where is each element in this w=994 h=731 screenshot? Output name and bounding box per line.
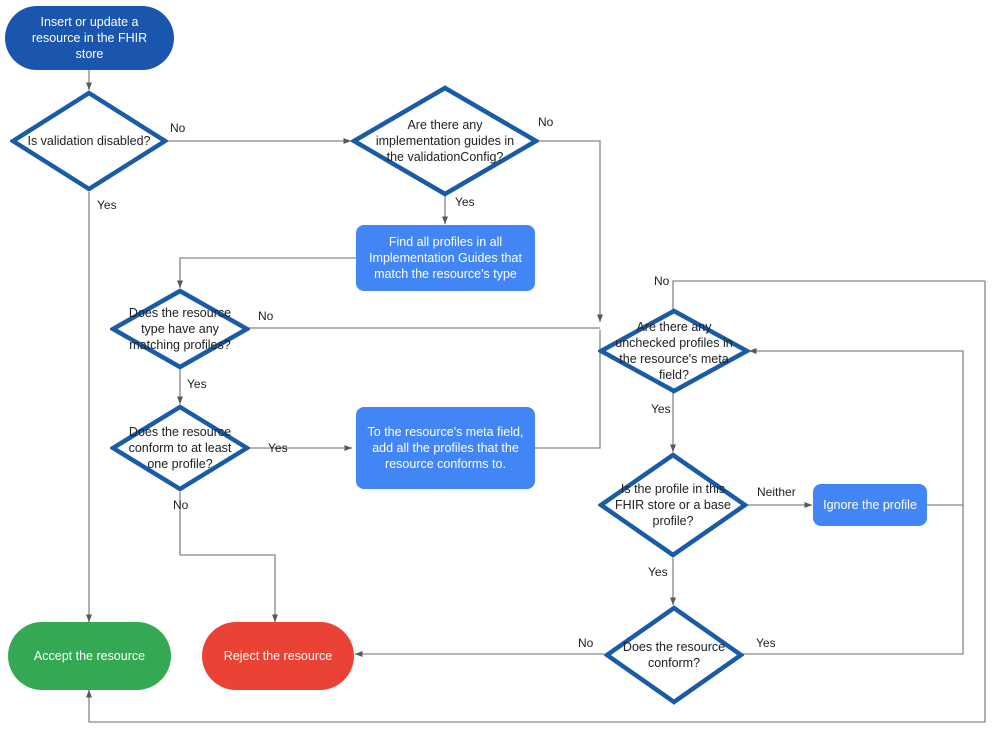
diamond-shape [10, 90, 168, 192]
edge-bottom-loop-to-accept [85, 281, 986, 723]
node-implementation-guides-label: Are there any implementation guides in t… [375, 118, 515, 164]
node-reject-the-resource[interactable]: Reject the resource [202, 622, 354, 690]
edge-find-to-matching [177, 257, 356, 289]
edge-label-unchecked-yes: Yes [651, 402, 671, 416]
node-conform-at-least-one-label: Does the resource conform to at least on… [128, 425, 232, 471]
diamond-shape [110, 288, 250, 370]
node-conform-at-least-one[interactable]: Does the resource conform to at least on… [110, 404, 250, 492]
edge-label-matching-no: No [258, 309, 274, 323]
edge-label-location-yes: Yes [648, 565, 668, 579]
node-unchecked-profiles[interactable]: Are there any unchecked profiles in the … [598, 308, 750, 394]
edge-add-meta-loop [535, 330, 601, 449]
node-reject-the-resource-label: Reject the resource [223, 649, 333, 663]
diamond-shape [351, 85, 539, 197]
node-ignore-the-profile-label: Ignore the profile [823, 498, 917, 512]
node-matching-profiles[interactable]: Does the resource type have any matching… [110, 288, 250, 370]
edge-label-unchecked-no: No [654, 274, 670, 288]
node-find-all-profiles-label: Find all profiles in all Implementation … [369, 235, 522, 281]
node-start[interactable]: Insert or update a resource in the FHIR … [5, 6, 174, 70]
diamond-shape [598, 452, 748, 558]
node-profile-location[interactable]: Is the profile in this FHIR store or a b… [598, 452, 748, 558]
node-add-profiles-to-meta[interactable]: To the resource's meta field, add all th… [356, 407, 535, 489]
node-resource-conform-label: Does the resource conform? [622, 640, 726, 670]
node-is-validation-disabled-label: Is validation disabled? [27, 134, 151, 148]
edge-conform-one-no [179, 492, 279, 623]
diamond-shape [598, 308, 750, 394]
edge-label-conform-one-no: No [173, 498, 189, 512]
edge-impl-no [539, 140, 604, 323]
node-ignore-the-profile[interactable]: Ignore the profile [813, 484, 927, 526]
node-unchecked-profiles-label: Are there any unchecked profiles in the … [615, 320, 733, 382]
node-implementation-guides[interactable]: Are there any implementation guides in t… [351, 85, 539, 197]
node-accept-the-resource-label: Accept the resource [33, 649, 146, 663]
edge-label-conform-one-yes: Yes [268, 441, 288, 455]
node-matching-profiles-label: Does the resource type have any matching… [128, 306, 232, 352]
edge-label-impl-guides-yes: Yes [455, 195, 475, 209]
edge-label-validation-yes: Yes [97, 198, 117, 212]
node-resource-conform[interactable]: Does the resource conform? [604, 605, 744, 705]
edge-label-matching-yes: Yes [187, 377, 207, 391]
edge-ignore-loop [748, 348, 964, 506]
edge-label-validation-no: No [170, 121, 186, 135]
diamond-shape [604, 605, 744, 705]
edge-unchecked-no [672, 280, 985, 310]
node-find-all-profiles[interactable]: Find all profiles in all Implementation … [356, 225, 535, 291]
edge-label-impl-guides-no: No [538, 115, 554, 129]
node-add-profiles-to-meta-label: To the resource's meta field, add all th… [367, 425, 524, 471]
node-is-validation-disabled[interactable]: Is validation disabled? [10, 90, 168, 192]
diamond-shape [110, 404, 250, 492]
node-profile-location-label: Is the profile in this FHIR store or a b… [614, 482, 731, 528]
node-start-label: Insert or update a resource in the FHIR … [31, 15, 148, 61]
node-accept-the-resource[interactable]: Accept the resource [8, 622, 171, 690]
edge-label-conform-yes: Yes [756, 636, 776, 650]
edge-conform-yes [743, 505, 964, 655]
edge-label-location-neither: Neither [757, 485, 796, 499]
edge-label-conform-no: No [578, 636, 594, 650]
